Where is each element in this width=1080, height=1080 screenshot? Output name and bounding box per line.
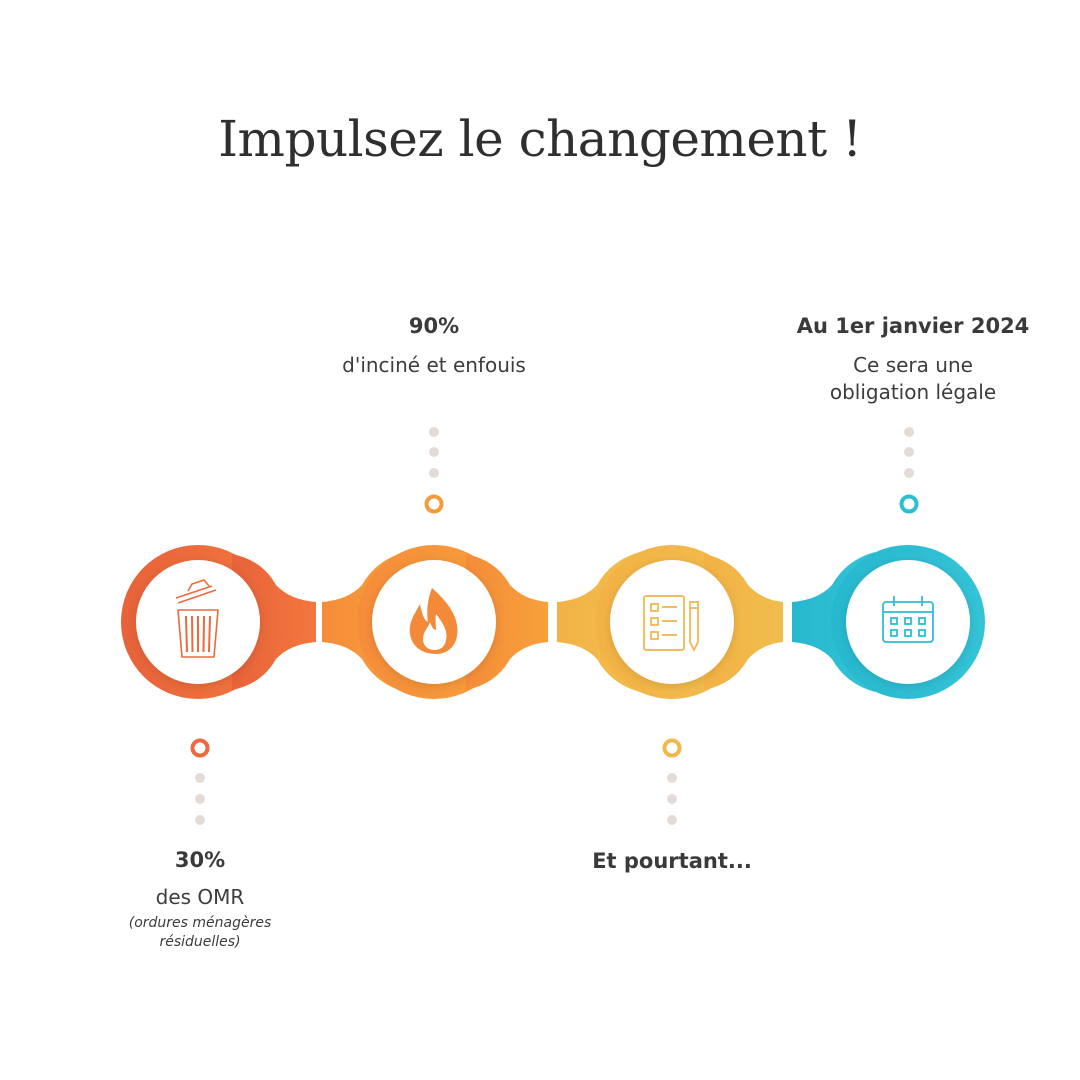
segment-1 (121, 545, 316, 699)
step-3-label: Et pourtant... (552, 847, 792, 875)
page-title: Impulsez le changement ! (218, 110, 862, 168)
step-1-description: des OMR (155, 885, 245, 909)
connector-step-2 (424, 427, 444, 514)
checklist-icon (643, 595, 699, 652)
segment-4 (792, 545, 985, 699)
calendar-icon (882, 596, 934, 643)
step-1-note-line-2: résiduelles) (159, 934, 241, 950)
connector-step-3 (662, 738, 682, 825)
step-3-value: Et pourtant... (592, 849, 752, 873)
trash-can-icon (175, 579, 219, 658)
step-2-label: 90% d'inciné et enfouis (300, 312, 568, 379)
step-1-value: 30% (174, 848, 226, 872)
connector-step-1 (190, 738, 210, 825)
step-1-note-line-1: (ordures ménagères (128, 915, 272, 931)
fire-icon (409, 588, 458, 654)
step-1-label: 30% des OMR (ordures ménagères résiduell… (100, 846, 300, 952)
step-2-value: 90% (408, 314, 460, 338)
step-4-label: Au 1er janvier 2024 Ce sera une obligati… (780, 312, 1046, 406)
connector-step-4 (899, 427, 919, 514)
segment-3 (557, 545, 783, 699)
step-2-description: d'inciné et enfouis (342, 353, 526, 377)
step-4-value: Au 1er janvier 2024 (796, 314, 1030, 338)
step-4-description-line-1: Ce sera une (853, 353, 973, 377)
step-4-description-line-2: obligation légale (829, 380, 997, 404)
